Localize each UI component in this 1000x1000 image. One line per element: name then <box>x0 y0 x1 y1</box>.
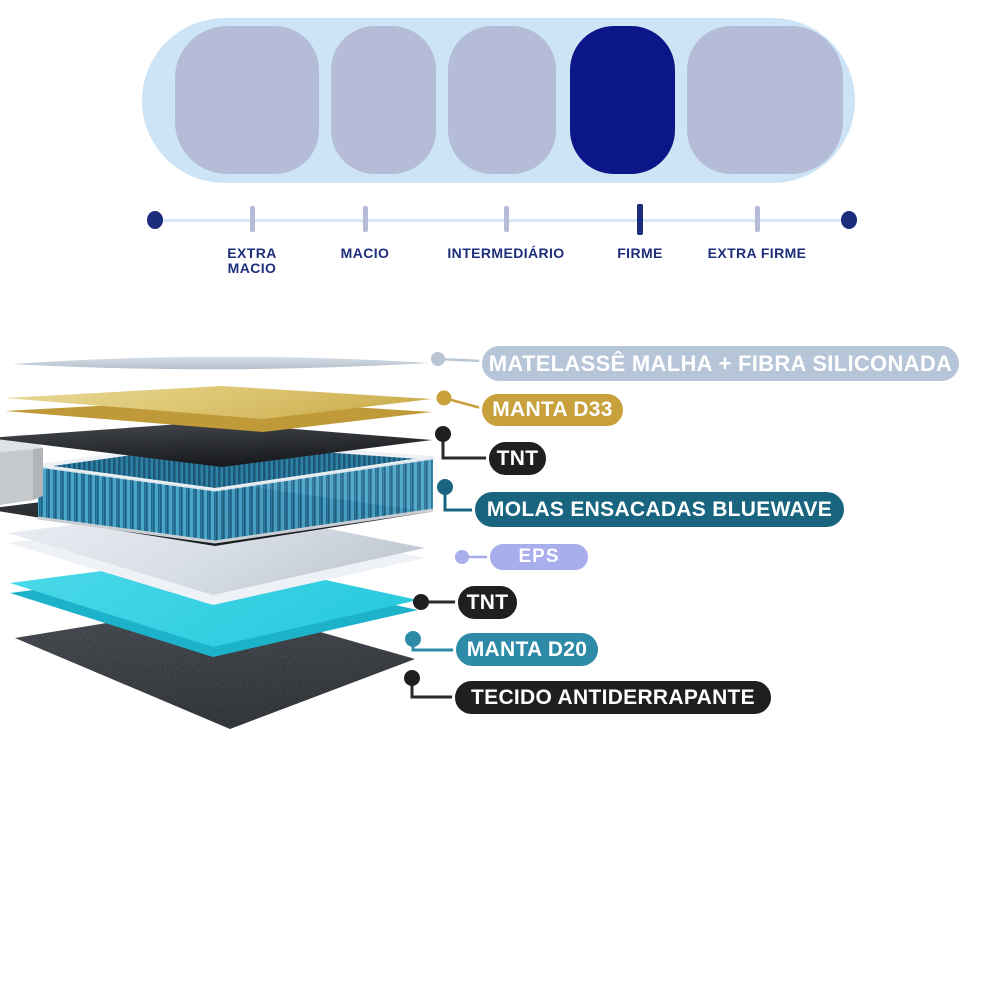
leader-dot-molas <box>437 479 453 495</box>
firmness-label-firme: FIRME <box>617 245 663 261</box>
leader-dot-manta-d33 <box>436 390 452 406</box>
layer-tnt-upper <box>0 422 432 467</box>
firmness-segment-extra-firme <box>687 26 843 174</box>
layers-illustration <box>0 352 490 729</box>
firmness-segment-macio <box>331 26 436 174</box>
layer-label-molas: MOLAS ENSACADAS BLUEWAVE <box>472 489 847 530</box>
layer-label-tnt-upper: TNT <box>486 439 549 478</box>
layer-label-tnt-lower: TNT <box>455 583 520 622</box>
firmness-segment-intermediario <box>448 26 556 174</box>
leader-dot-matelasse <box>431 352 445 366</box>
firmness-track <box>142 18 855 183</box>
layer-label-manta-d33: MANTA D33 <box>479 391 626 429</box>
tick-intermediario <box>504 206 509 232</box>
layer-quilt-top-sheet <box>12 356 430 370</box>
layer-label-tecido: TECIDO ANTIDERRAPANTE <box>452 678 774 717</box>
leader-dot-tecido <box>404 670 420 686</box>
leader-dot-tnt-upper <box>435 426 451 442</box>
layer-label-matelasse: MATELASSÊ MALHA + FIBRA SILICONADA <box>479 343 962 384</box>
leader-lines <box>404 352 490 699</box>
tick-firme <box>637 204 643 235</box>
layer-foam-d33 <box>5 386 432 432</box>
axis-end-dot-left <box>147 211 163 229</box>
layer-anti-slip-fabric <box>15 604 415 729</box>
firmness-label-extra-firme: EXTRA FIRME <box>707 245 807 261</box>
leader-dot-eps <box>455 550 469 564</box>
foam-edge-block <box>0 434 43 505</box>
firmness-segment-firme <box>570 26 675 174</box>
tick-extra-firme <box>755 206 760 232</box>
firmness-label-intermediario: INTERMEDIÁRIO <box>447 245 565 261</box>
firmness-axis-line <box>155 219 850 222</box>
tick-macio <box>363 206 368 232</box>
firmness-label-macio: MACIO <box>340 245 390 261</box>
layer-label-manta-d20: MANTA D20 <box>453 630 601 669</box>
firmness-label-extra-macio: EXTRA MACIO <box>227 245 277 276</box>
tick-extra-macio <box>250 206 255 232</box>
firmness-segment-extra-macio <box>175 26 319 174</box>
leader-dot-tnt-lower <box>413 594 429 610</box>
leader-dot-manta-d20 <box>405 631 421 647</box>
axis-end-dot-right <box>841 211 857 229</box>
layer-label-eps: EPS <box>487 541 591 573</box>
